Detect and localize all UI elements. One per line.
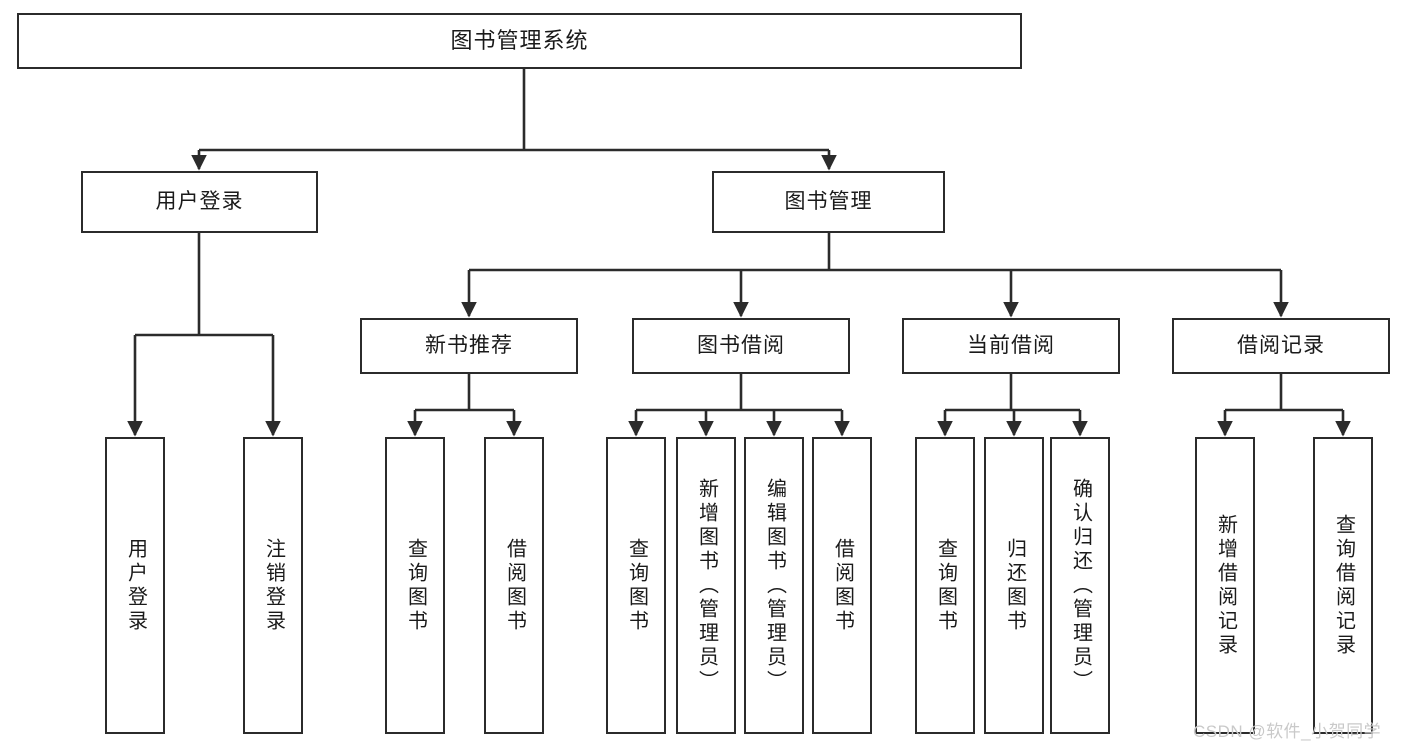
node-user-login[interactable]: 用户登录 [81,171,318,233]
node-leaf-query-book-3-label: 查询图书 [934,537,957,634]
node-leaf-borrow-book-1-label: 借阅图书 [503,537,526,634]
node-current-borrow[interactable]: 当前借阅 [902,318,1120,374]
node-user-login-label: 用户登录 [155,190,244,214]
node-leaf-confirm-return-label: 确认归还（管理员） [1069,477,1092,694]
node-leaf-add-record[interactable]: 新增借阅记录 [1195,437,1255,734]
node-book-manage-label: 图书管理 [784,190,873,214]
node-leaf-return-book-label: 归还图书 [1003,537,1026,634]
node-leaf-return-book[interactable]: 归还图书 [984,437,1044,734]
node-leaf-confirm-return[interactable]: 确认归还（管理员） [1050,437,1110,734]
node-leaf-logout[interactable]: 注销登录 [243,437,303,734]
node-borrow-record-label: 借阅记录 [1237,334,1325,358]
node-book-borrow[interactable]: 图书借阅 [632,318,850,374]
node-leaf-edit-book[interactable]: 编辑图书（管理员） [744,437,804,734]
node-leaf-user-login-label: 用户登录 [124,537,147,634]
node-book-manage[interactable]: 图书管理 [712,171,945,233]
node-new-book-recommend[interactable]: 新书推荐 [360,318,578,374]
node-leaf-add-book-label: 新增图书（管理员） [695,477,718,694]
node-root[interactable]: 图书管理系统 [17,13,1022,69]
node-leaf-user-login[interactable]: 用户登录 [105,437,165,734]
node-leaf-query-book-3[interactable]: 查询图书 [915,437,975,734]
node-root-label: 图书管理系统 [450,27,589,53]
node-leaf-query-book-1-label: 查询图书 [404,537,427,634]
node-leaf-query-book-2-label: 查询图书 [625,537,648,634]
node-leaf-query-record[interactable]: 查询借阅记录 [1313,437,1373,734]
node-current-borrow-label: 当前借阅 [967,334,1055,358]
node-book-borrow-label: 图书借阅 [697,334,785,358]
node-leaf-borrow-book-2-label: 借阅图书 [831,537,854,634]
node-leaf-query-book-2[interactable]: 查询图书 [606,437,666,734]
node-leaf-add-record-label: 新增借阅记录 [1214,513,1237,658]
node-borrow-record[interactable]: 借阅记录 [1172,318,1390,374]
node-leaf-query-book-1[interactable]: 查询图书 [385,437,445,734]
node-leaf-logout-label: 注销登录 [262,537,285,634]
node-leaf-edit-book-label: 编辑图书（管理员） [763,477,786,694]
node-leaf-borrow-book-2[interactable]: 借阅图书 [812,437,872,734]
node-leaf-add-book[interactable]: 新增图书（管理员） [676,437,736,734]
node-leaf-query-record-label: 查询借阅记录 [1332,513,1355,658]
node-new-book-recommend-label: 新书推荐 [425,334,513,358]
node-leaf-borrow-book-1[interactable]: 借阅图书 [484,437,544,734]
